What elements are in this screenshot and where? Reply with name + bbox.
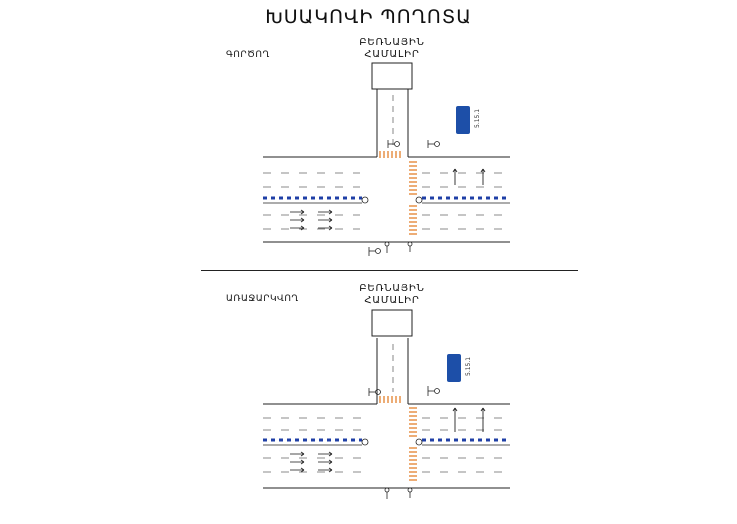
crosswalk-vertical [409, 161, 417, 235]
lane-arrows-left [290, 209, 333, 231]
lane-direction-sign-icon [447, 354, 461, 382]
traffic-light-icon [368, 140, 440, 256]
lane-arrows-left [290, 451, 333, 473]
existing-scheme-panel: ԳՈՐԾՈՂ ԲԵՌՆԱՅԻՆ ՀԱՄԱԼԻՐ 5.15.1 [0, 0, 737, 260]
lane-direction-sign-icon [456, 106, 470, 134]
intersection-diagram-existing [263, 62, 510, 256]
crosswalk-vertical [409, 407, 417, 481]
building-label: ԲԵՌՆԱՅԻՆ ՀԱՄԱԼԻՐ [350, 283, 434, 307]
page-title: ԽՍԱԿՈՎԻ ՊՈՂՈՏԱ [265, 6, 472, 28]
sign-code: 5.15.1 [474, 108, 481, 128]
building-label-line2: ՀԱՄԱԼԻՐ [364, 49, 420, 60]
scheme-label: ԱՌԱՋԱՐԿՎՈՂ [226, 294, 299, 304]
building-rect [371, 309, 413, 337]
building-label-line1: ԲԵՌՆԱՅԻՆ [359, 37, 425, 48]
building-rect [371, 62, 413, 90]
sign-code: 5.15.1 [465, 356, 472, 376]
building-label: ԲԵՌՆԱՅԻՆ ՀԱՄԱԼԻՐ [350, 37, 434, 61]
panel-divider [201, 270, 578, 271]
scheme-label: ԳՈՐԾՈՂ [226, 50, 270, 60]
lane-arrows-right [452, 407, 486, 432]
proposed-scheme-panel: ԱՌԱՋԱՐԿՎՈՂ ԲԵՌՆԱՅԻՆ ՀԱՄԱԼԻՐ 5.15.1 [0, 258, 737, 518]
building-label-line2: ՀԱՄԱԼԻՐ [364, 295, 420, 306]
intersection-diagram-proposed [263, 309, 510, 499]
traffic-light-icon [368, 386, 440, 499]
building-label-line1: ԲԵՌՆԱՅԻՆ [359, 283, 425, 294]
lane-arrows-right [452, 168, 486, 185]
crosswalk-horizontal [379, 151, 401, 158]
crosswalk-horizontal [379, 396, 401, 403]
